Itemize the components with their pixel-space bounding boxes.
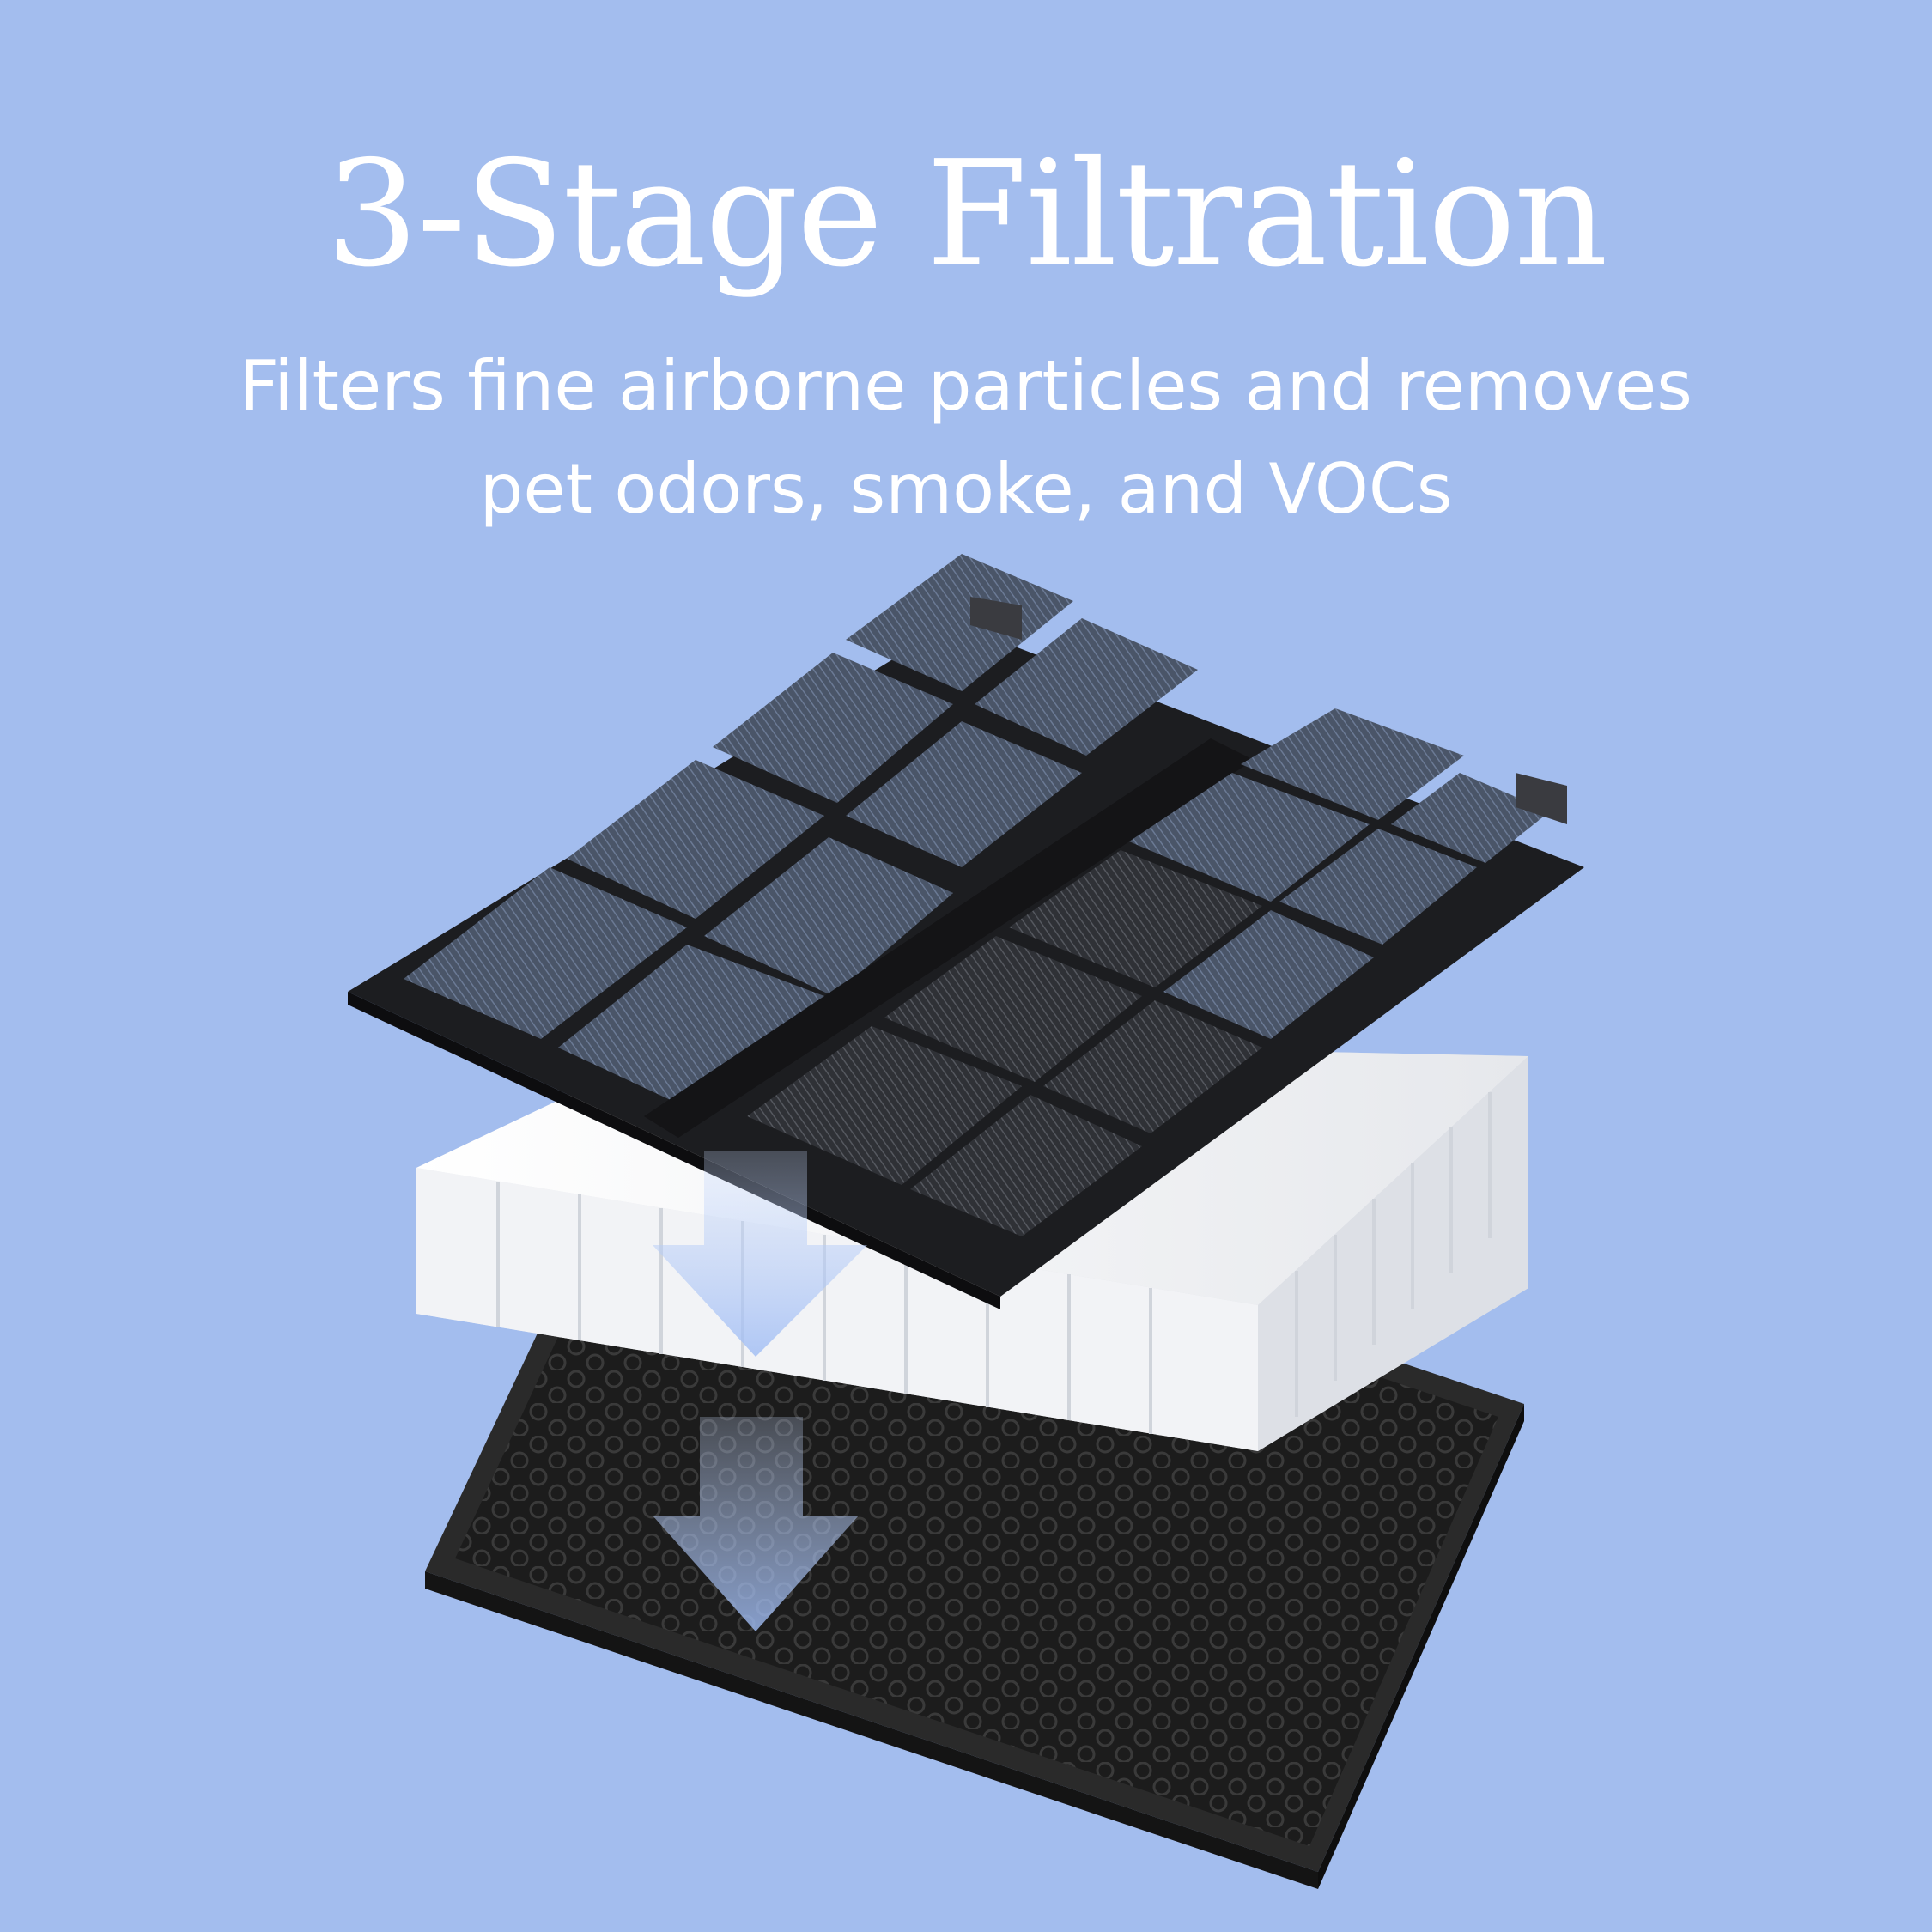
pre-filter-mesh xyxy=(348,554,1584,1309)
subheadline-line-1: Filters fine airborne particles and remo… xyxy=(240,346,1692,426)
airflow-arrow-top xyxy=(653,1151,867,1357)
airflow-arrow-bottom xyxy=(653,1417,859,1631)
headline: 3-Stage Filtration xyxy=(325,130,1607,300)
subheadline-line-2: pet odors, smoke, and VOCs xyxy=(479,449,1453,529)
